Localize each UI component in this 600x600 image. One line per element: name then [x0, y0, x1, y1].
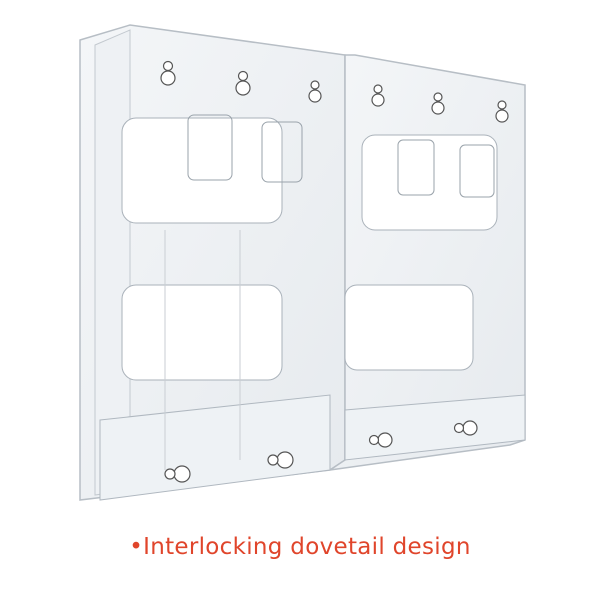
- left-pocket-unit: [79, 24, 346, 501]
- brochure-holder-image: [79, 24, 526, 501]
- right-pocket-unit: [329, 54, 526, 471]
- caption-text: •Interlocking dovetail design: [129, 534, 471, 560]
- acrylic-holder-illustration: [79, 24, 526, 501]
- feature-caption: •Interlocking dovetail design: [0, 534, 600, 560]
